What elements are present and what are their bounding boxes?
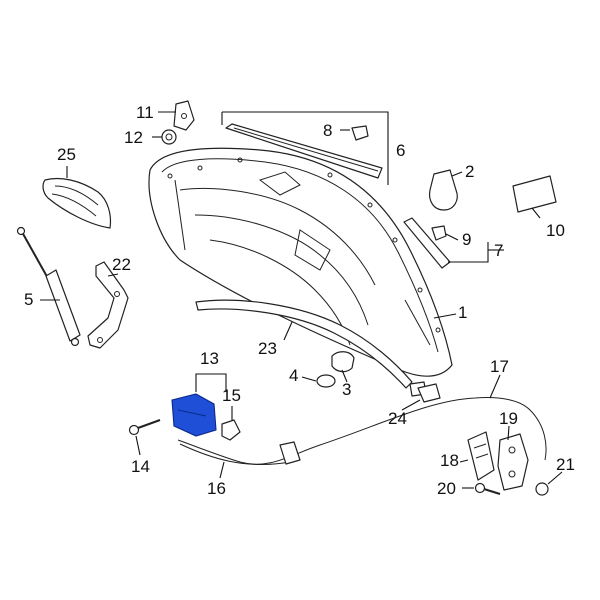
cable-clip[interactable] [535,482,549,496]
callout-2: 2 [465,162,474,181]
callout-5: 5 [24,290,33,309]
hood-seal-weatherstrip[interactable] [195,299,413,389]
callout-13: 13 [200,349,219,368]
hood-lift-support-strut[interactable] [16,226,81,347]
callout-7: 7 [494,241,503,260]
leader-lines [40,111,563,489]
callout-19: 19 [499,409,518,428]
callout-25: 25 [57,145,76,164]
callout-15: 15 [222,386,241,405]
callout-21: 21 [556,455,575,474]
callout-16: 16 [207,479,226,498]
callout-14: 14 [131,457,150,476]
callout-6: 6 [396,141,405,160]
callout-8: 8 [323,121,332,140]
callout-17: 17 [490,357,509,376]
hood-latch-highlighted[interactable] [171,393,217,437]
callout-9: 9 [462,230,471,249]
hood-hinge[interactable] [87,261,129,349]
hood-insulator-pad[interactable] [42,177,112,229]
bracket-part[interactable] [173,100,195,131]
handle-bracket[interactable] [497,433,529,491]
callout-1: 1 [458,303,467,322]
latch-bolt[interactable] [128,419,161,436]
callout-4: 4 [289,366,298,385]
callout-10: 10 [546,221,565,240]
callout-3: 3 [342,380,351,399]
front-molding-strip[interactable] [225,123,383,179]
callout-18: 18 [440,451,459,470]
release-handle[interactable] [467,431,495,481]
hood-panel[interactable] [148,147,453,377]
bracket-screw[interactable] [474,482,501,495]
callout-12: 12 [124,128,143,147]
latch-switch[interactable] [221,419,241,441]
latch-support-bracket[interactable] [417,383,441,403]
grommet[interactable] [331,351,355,373]
side-molding-clip[interactable] [431,225,447,241]
warning-label[interactable] [512,175,557,213]
callout-labels: 1 2 3 4 5 6 7 8 9 10 11 12 13 14 15 16 1… [24,103,575,498]
molding-group-box [221,111,389,185]
molding-clip[interactable] [351,125,369,141]
callout-22: 22 [112,255,131,274]
plug[interactable] [316,374,336,388]
callout-24: 24 [388,409,407,428]
callout-11: 11 [136,103,154,122]
release-handle-knob[interactable] [428,169,458,211]
bumper-stop[interactable] [161,129,177,145]
callout-23: 23 [258,339,277,358]
callout-20: 20 [437,479,456,498]
